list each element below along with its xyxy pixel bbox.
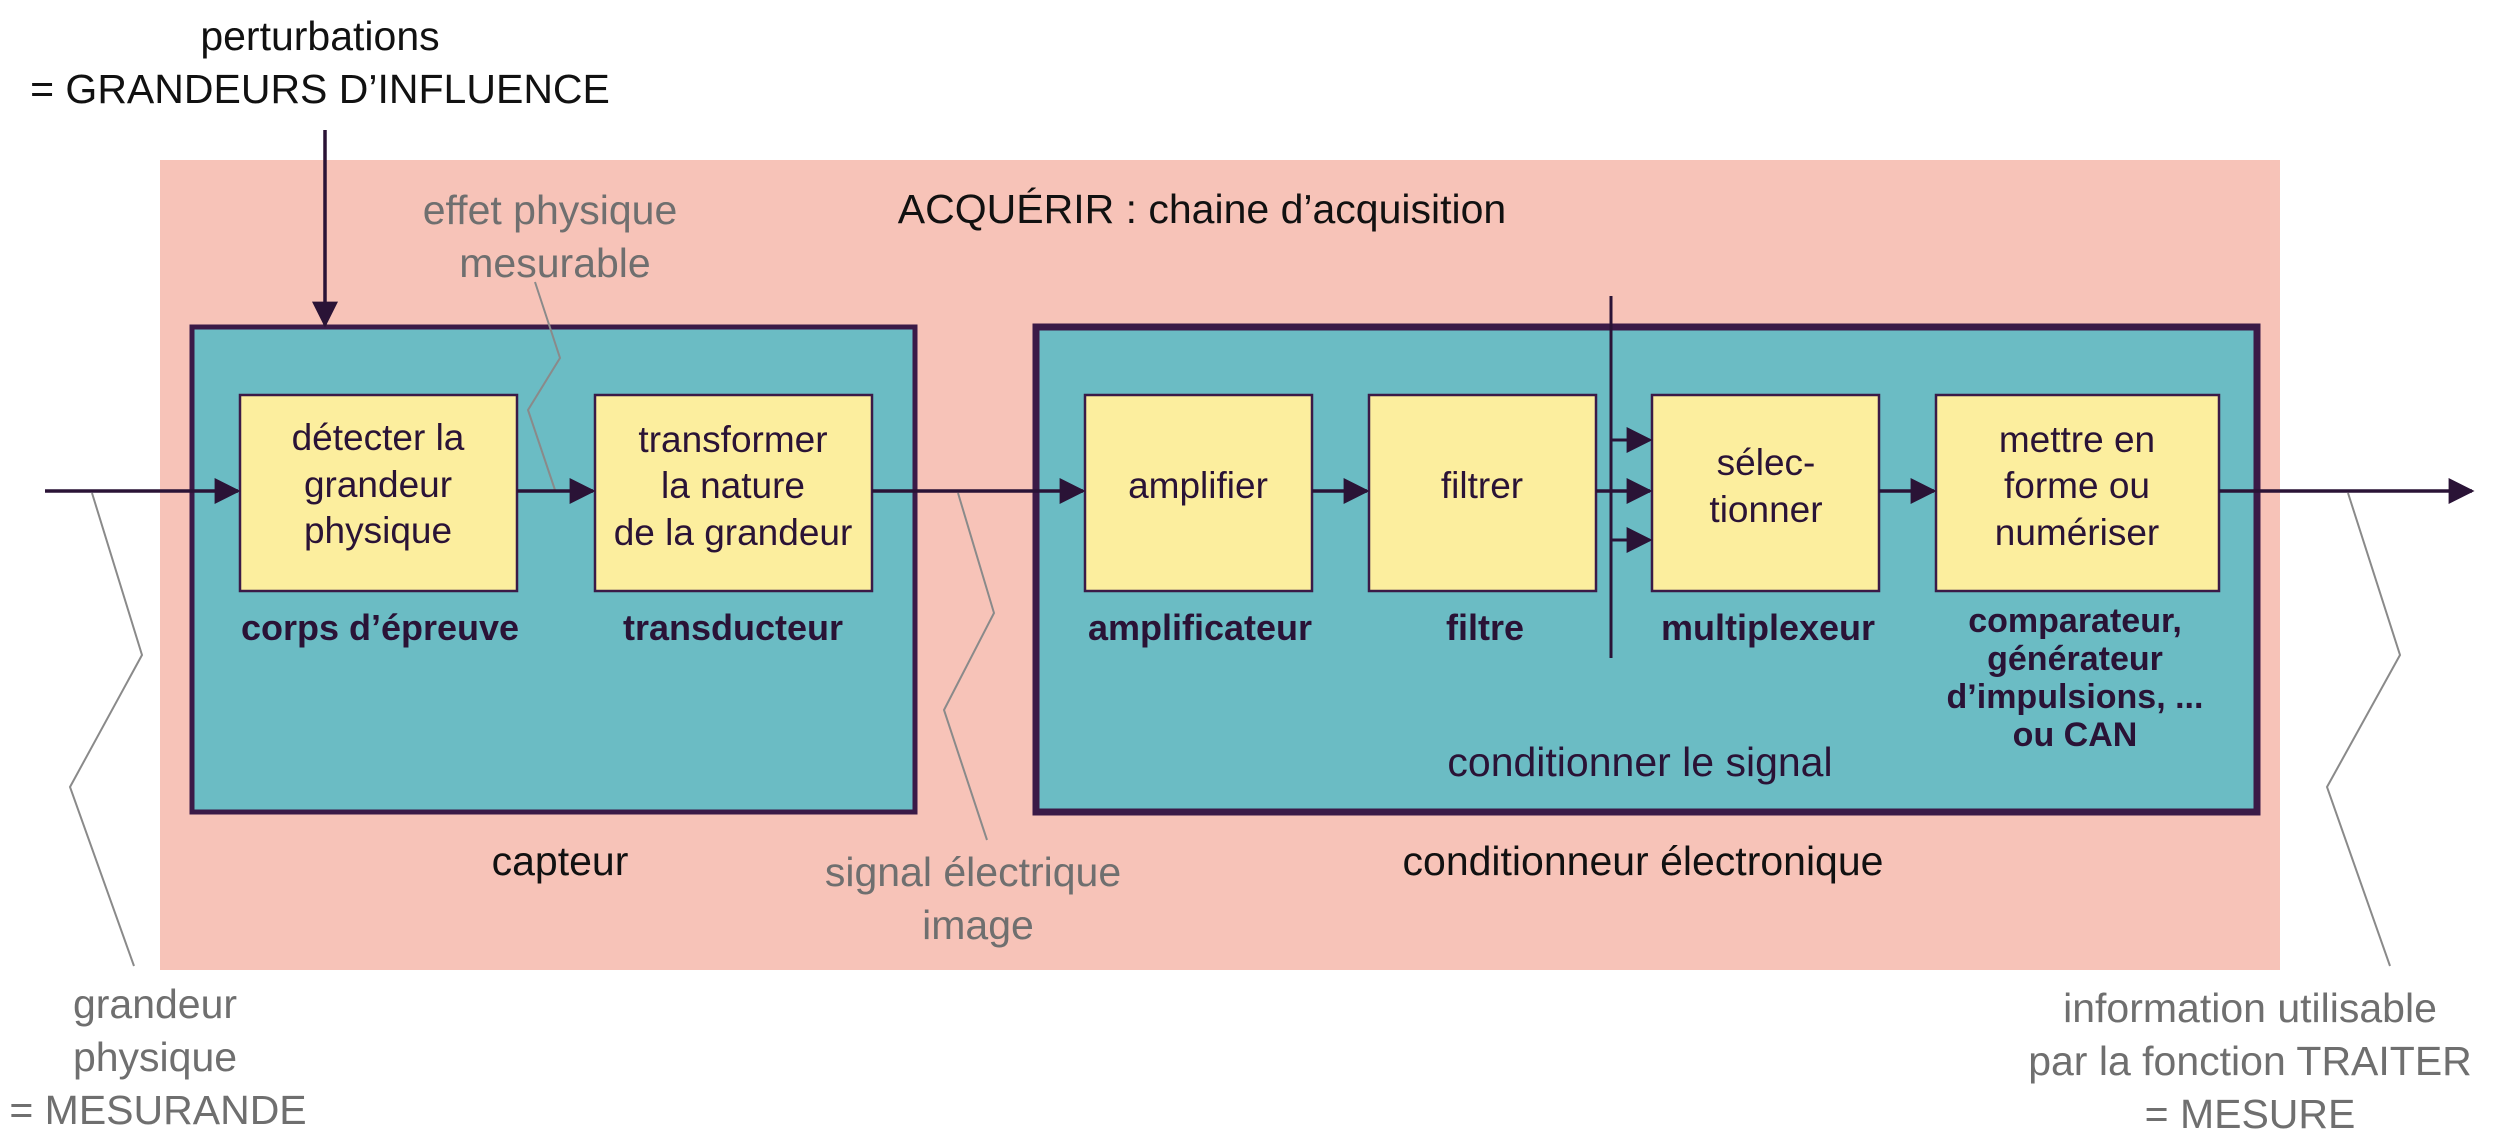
svg-text:signal électrique: signal électrique [825,849,1121,895]
effect-label: effet physique mesurable [423,187,678,286]
svg-text:tionner: tionner [1709,489,1822,530]
svg-text:sélec-: sélec- [1717,442,1816,483]
detect-component-label: corps d’épreuve [241,607,519,648]
svg-text:information utilisable: information utilisable [2063,985,2437,1031]
svg-text:perturbations: perturbations [200,13,439,59]
amplify-box [1083,393,1314,593]
svg-text:la nature: la nature [661,465,805,506]
acquisition-title: ACQUÉRIR : chaine d’acquisition [898,186,1506,232]
select-box [1650,393,1881,593]
svg-text:ou CAN: ou CAN [2013,716,2138,754]
input-brace [68,492,144,967]
output-brace [2325,492,2402,967]
detect-box [238,393,519,593]
svg-text:mesurable: mesurable [459,240,650,286]
filter-text: filtrer [1441,465,1523,506]
conditioner-caption: conditionner le signal [1447,739,1832,785]
svg-text:numériser: numériser [1995,512,2160,553]
filter-component-label: filtre [1446,607,1524,648]
svg-text:grandeur: grandeur [304,464,452,505]
svg-text:effet physique: effet physique [423,187,678,233]
svg-text:physique: physique [304,510,452,551]
signal-brace [942,492,996,841]
amplify-component-label: amplificateur [1088,607,1312,648]
svg-text:transformer: transformer [638,419,827,460]
select-component-label: multiplexeur [1661,607,1875,648]
svg-text:détecter la: détecter la [292,417,465,458]
sensor-label: capteur [492,838,629,884]
shape-component-label: comparateur, générateur d’impulsions, ..… [1947,602,2204,754]
multiplexer-input-bottom-arrow [1609,527,1653,560]
transform-text: transformer la nature de la grandeur [614,419,853,553]
filter-box [1367,393,1598,593]
transform-box [593,393,874,593]
svg-text:par la fonction TRAITER: par la fonction TRAITER [2028,1038,2472,1084]
amplify-text: amplifier [1128,465,1268,506]
svg-text:mettre en: mettre en [1999,419,2155,460]
svg-text:d’impulsions, ...: d’impulsions, ... [1947,678,2204,716]
svg-text:générateur: générateur [1987,640,2163,678]
svg-text:de la grandeur: de la grandeur [614,512,853,553]
signal-label: signal électrique image [825,849,1121,948]
select-text: sélec- tionner [1709,442,1822,530]
svg-text:forme ou: forme ou [2004,465,2150,506]
svg-text:= MESURE: = MESURE [2145,1091,2356,1137]
svg-text:= MESURANDE: = MESURANDE [9,1087,306,1133]
svg-text:comparateur,: comparateur, [1968,602,2182,640]
svg-text:physique: physique [73,1034,237,1080]
conditioner-label: conditionneur électronique [1403,838,1884,884]
effect-brace [526,281,562,491]
influence-label: perturbations = GRANDEURS D’INFLUENCE [30,13,610,112]
output-label: information utilisable par la fonction T… [2028,985,2472,1137]
input-label: grandeur physique = MESURANDE [9,981,306,1133]
transform-component-label: transducteur [623,607,843,648]
svg-text:grandeur: grandeur [73,981,237,1027]
svg-text:image: image [922,902,1034,948]
shape-text: mettre en forme ou numériser [1995,419,2160,553]
svg-text:= GRANDEURS D’INFLUENCE: = GRANDEURS D’INFLUENCE [30,66,610,112]
detect-text: détecter la grandeur physique [292,417,465,551]
